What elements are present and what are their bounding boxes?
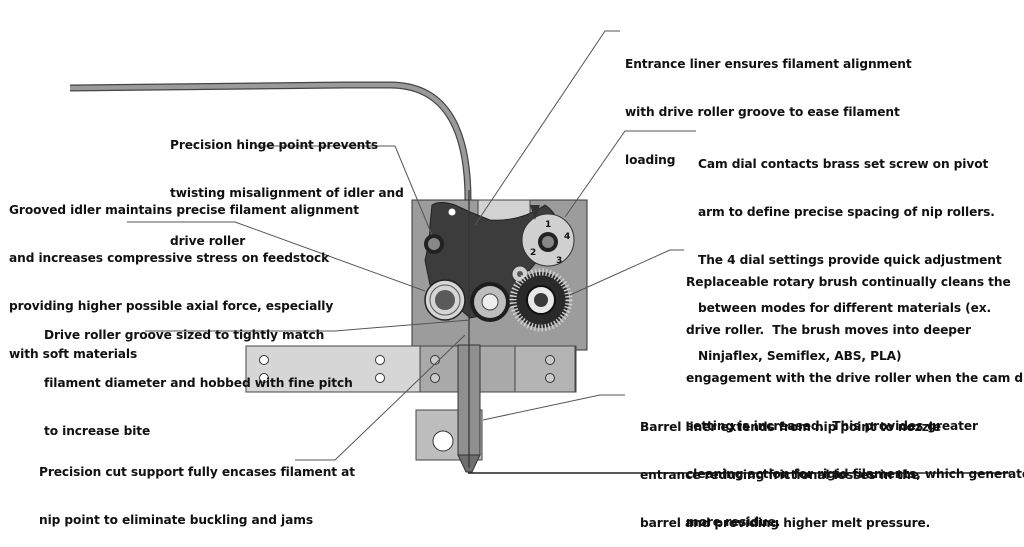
dial-number-1: 1 (545, 220, 551, 230)
callout-line: Replaceable rotary brush continually cle… (686, 275, 1011, 289)
callout-grooved-idler: Grooved idler maintains precise filament… (9, 170, 359, 378)
callout-hinge-point: Precision hinge point prevents twisting … (170, 105, 404, 265)
callout-line: Drive roller groove sized to tightly mat… (44, 328, 325, 342)
callout-line: Barrel liner extends from nip point to n… (640, 420, 941, 434)
callout-line: to increase bite (44, 424, 151, 438)
callout-line: engagement with the drive roller when th… (686, 371, 1024, 385)
callout-line: Ninjaflex, Semiflex, ABS, PLA) (698, 349, 902, 363)
callout-line: nip point to eliminate buckling and jams (39, 513, 313, 527)
idler-groove (429, 284, 461, 316)
brass-set-screw (530, 205, 540, 220)
callout-line: Precision cut support fully encases fila… (39, 465, 356, 479)
hinge-pin (428, 238, 440, 250)
dial-number-2: 2 (530, 248, 536, 258)
callout-line: Cam dial contacts brass set screw on piv… (698, 157, 989, 171)
drive-roller-bore (481, 293, 499, 311)
callout-line: The 4 dial settings provide quick adjust… (698, 253, 1002, 267)
callout-line: loading (625, 153, 676, 167)
callout-line: Grooved idler maintains precise filament… (9, 203, 359, 217)
callout-line: with soft materials (9, 347, 138, 361)
callout-cut-support: Precision cut support fully encases fila… (39, 432, 355, 544)
callout-barrel-liner: Barrel liner extends from nip point to n… (640, 387, 941, 547)
callout-line: and increases compressive stress on feed… (9, 251, 330, 265)
dial-number-3: 3 (556, 256, 562, 266)
extruder-illustration: 1 2 3 4 (69, 30, 1010, 474)
callout-line: filament diameter and hobbed with fine p… (44, 376, 353, 390)
idler-hub (435, 290, 455, 310)
callout-line: Precision hinge point prevents (170, 138, 379, 152)
callout-line: drive roller. The brush moves into deepe… (686, 323, 971, 337)
heater-cartridge-hole (432, 430, 454, 452)
idler-arm-hole (448, 208, 456, 216)
leader-lines (127, 30, 696, 461)
callout-line: setting is increased. This provides grea… (686, 419, 978, 433)
dial-number-4: 4 (564, 232, 570, 242)
callout-line: arm to define precise spacing of nip rol… (698, 205, 995, 219)
brush-bolt (534, 293, 548, 307)
callout-line: between modes for different materials (e… (698, 301, 992, 315)
bracket-right (514, 345, 576, 393)
callout-line: with drive roller groove to ease filamen… (625, 105, 900, 119)
callout-drive-roller-groove: Drive roller groove sized to tightly mat… (44, 295, 353, 455)
callout-line: cleaning action for rigid filaments, whi… (686, 467, 1024, 481)
callout-line: providing higher possible axial force, e… (9, 299, 334, 313)
callout-line: Entrance liner ensures filament alignmen… (625, 57, 912, 71)
callout-line: drive roller (170, 234, 246, 248)
callout-line: twisting misalignment of idler and (170, 186, 404, 200)
cam-dial-center (542, 236, 554, 248)
callout-line: barrel and providing higher melt pressur… (640, 516, 931, 530)
filament-tube (69, 82, 471, 470)
callout-cam-dial: Cam dial contacts brass set screw on piv… (698, 124, 1002, 380)
callout-entrance-liner: Entrance liner ensures filament alignmen… (625, 24, 912, 184)
brush-bristles (509, 268, 573, 332)
callout-line: entrance reducing frictional losses in t… (640, 468, 920, 482)
bracket-holes (259, 355, 555, 383)
